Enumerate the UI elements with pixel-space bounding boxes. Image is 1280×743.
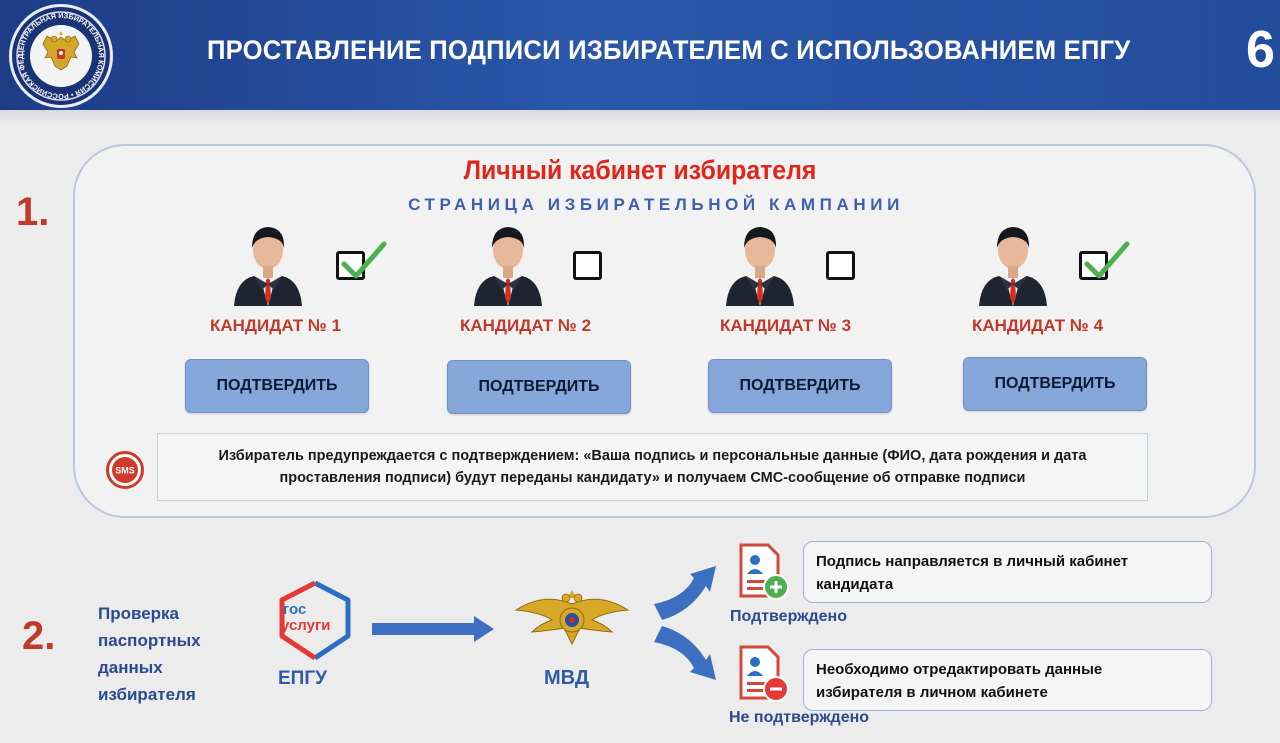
slide-number: 6 (1246, 21, 1275, 79)
candidate-avatar-icon (234, 227, 302, 306)
section-1-number: 1. (16, 190, 50, 234)
passport-check-text: Проверка паспортных данных избирателя (98, 600, 201, 708)
candidate-card-1: КАНДИДАТ № 1 (210, 218, 490, 418)
panel-subtitle: СТРАНИЦА ИЗБИРАТЕЛЬНОЙ КАМПАНИИ (408, 195, 904, 214)
confirmed-line-2: кандидата (816, 576, 894, 593)
confirm-button-1[interactable]: ПОДТВЕРДИТЬ (185, 359, 369, 413)
arrow-right-icon (372, 616, 494, 642)
checkmark-icon (1084, 241, 1130, 279)
confirm-button-2[interactable]: ПОДТВЕРДИТЬ (447, 360, 631, 414)
candidate-avatar-icon (726, 227, 794, 306)
epgu-label: ЕПГУ (278, 668, 327, 689)
cik-emblem-icon: ЦЕНТРАЛЬНАЯ ИЗБИРАТЕЛЬНАЯ КОМИССИЯ • РОС… (9, 4, 113, 108)
candidate-checkbox-1[interactable] (336, 251, 365, 280)
candidate-label-1: КАНДИДАТ № 1 (210, 316, 342, 335)
checkmark-icon (341, 241, 387, 279)
check-line: данных (98, 658, 163, 677)
confirm-button-4[interactable]: ПОДТВЕРДИТЬ (963, 357, 1147, 411)
mvd-label: МВД (544, 667, 590, 689)
slide-header: ЦЕНТРАЛЬНАЯ ИЗБИРАТЕЛЬНАЯ КОМИССИЯ • РОС… (0, 0, 1280, 114)
document-rejected-icon (739, 645, 789, 702)
candidate-label-4: КАНДИДАТ № 4 (972, 316, 1104, 335)
slide-title: ПРОСТАВЛЕНИЕ ПОДПИСИ ИЗБИРАТЕЛЕМ С ИСПОЛ… (207, 35, 1131, 65)
check-line: Проверка (98, 604, 180, 623)
candidate-card-3: КАНДИДАТ № 3 (720, 218, 982, 418)
panel-title: Личный кабинет избирателя (463, 155, 817, 185)
confirmed-result-box: Подпись направляется в личный кабинет ка… (803, 541, 1212, 603)
notice-line-1: Избиратель предупреждается с подтвержден… (218, 448, 1087, 464)
sms-icon-label: SMS (115, 466, 135, 476)
check-line: избирателя (98, 685, 196, 704)
section-2-number: 2. (22, 614, 56, 658)
status-not-confirmed: Не подтверждено (729, 709, 870, 726)
gos-logo-text-2: услуги (281, 617, 330, 634)
not-confirmed-line-2: избирателя в личном кабинете (816, 684, 1048, 701)
confirmed-line-1: Подпись направляется в личный кабинет (816, 553, 1129, 570)
mvd-emblem-icon (514, 590, 630, 646)
notice-line-2: проставления подписи) будут переданы кан… (279, 470, 1026, 486)
status-confirmed: Подтверждено (730, 608, 847, 625)
confirm-button-3[interactable]: ПОДТВЕРДИТЬ (708, 359, 892, 413)
not-confirmed-line-1: Необходимо отредактировать данные (816, 661, 1103, 678)
check-line: паспортных (98, 631, 201, 650)
branch-arrows-icon (654, 566, 716, 680)
candidate-label-2: КАНДИДАТ № 2 (460, 316, 592, 335)
not-confirmed-result-box: Необходимо отредактировать данные избира… (803, 649, 1212, 711)
sms-notice: Избиратель предупреждается с подтвержден… (157, 433, 1148, 501)
header-divider (0, 110, 1280, 124)
candidate-card-4: КАНДИДАТ № 4 (972, 218, 1235, 418)
candidate-checkbox-3[interactable] (826, 251, 855, 280)
candidate-card-2: КАНДИДАТ № 2 (460, 218, 730, 418)
sms-icon: SMS (106, 451, 144, 489)
gosuslugi-logo-icon: гос услуги (279, 580, 351, 661)
document-approved-icon (739, 543, 789, 600)
candidate-avatar-icon (979, 227, 1047, 306)
gos-logo-text-1: гос (283, 601, 306, 618)
candidate-checkbox-2[interactable] (573, 251, 602, 280)
candidate-avatar-icon (474, 227, 542, 306)
candidate-label-3: КАНДИДАТ № 3 (720, 316, 852, 335)
